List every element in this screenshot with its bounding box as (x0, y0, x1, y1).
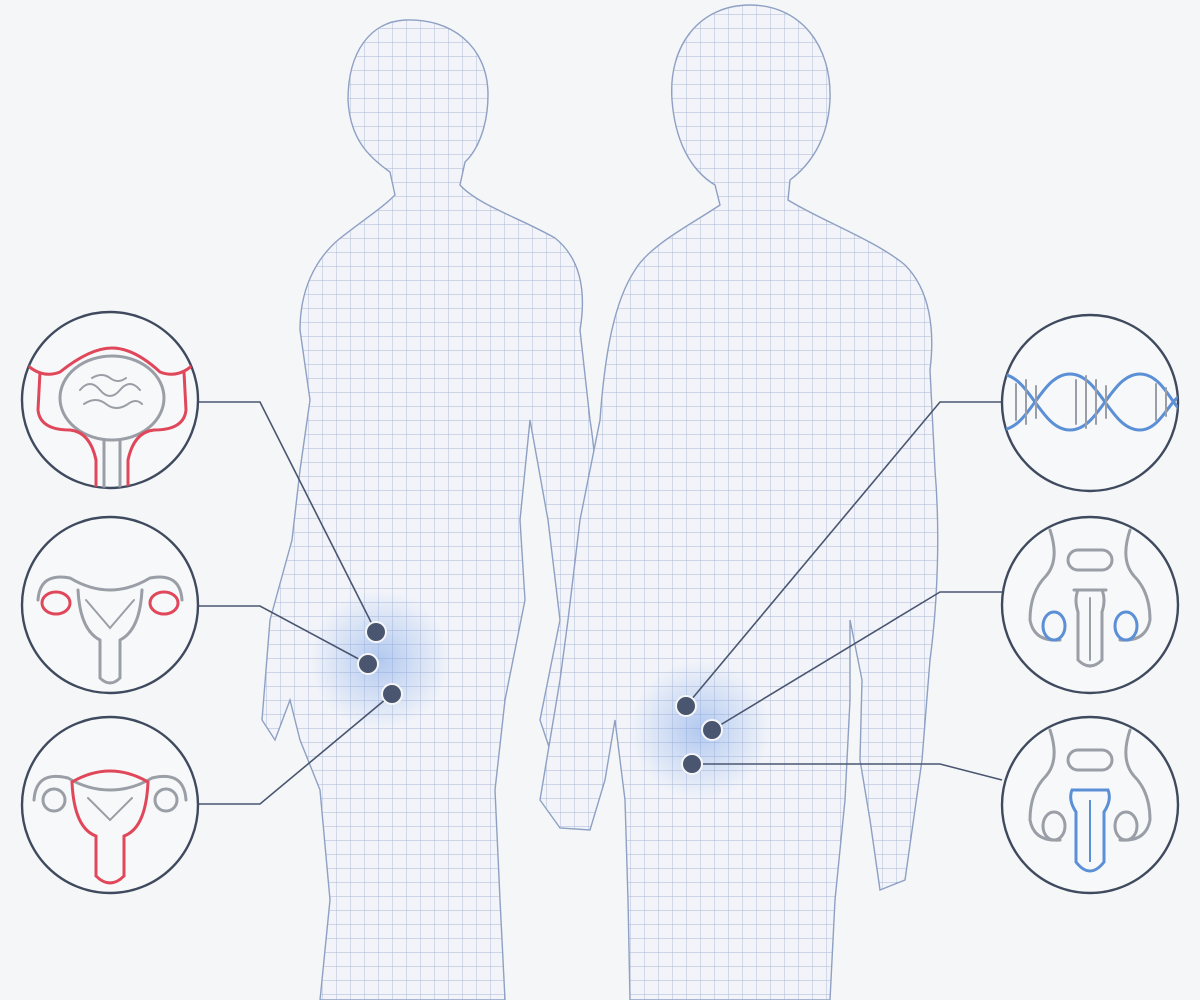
connector-uterus (198, 693, 393, 805)
callout-ring[interactable] (20, 715, 200, 895)
callout-testes[interactable] (1000, 515, 1180, 695)
callout-ring[interactable] (20, 310, 200, 490)
male-figure (539, 4, 939, 1000)
female-figure (261, 19, 598, 1000)
connector-ovaries (198, 605, 369, 665)
callout-penis[interactable] (1000, 715, 1180, 895)
connectors (198, 401, 1003, 805)
callout-ovaries[interactable] (20, 515, 200, 695)
ovaries-icon (36, 575, 184, 685)
bladder-icon (22, 346, 198, 488)
female-glow (310, 590, 450, 730)
female-body (261, 19, 598, 1000)
uterus-icon (32, 769, 188, 885)
connector-bladder (198, 401, 377, 633)
male-glow (630, 660, 770, 800)
hotspot-penis[interactable] (681, 753, 703, 775)
callout-ring[interactable] (20, 515, 200, 695)
penis-icon (1028, 728, 1152, 873)
connector-dna (685, 401, 1002, 707)
hotspot-uterus[interactable] (381, 683, 403, 705)
callout-uterus[interactable] (20, 715, 200, 895)
callout-dna[interactable] (1000, 313, 1180, 493)
hotspot-dna[interactable] (675, 695, 697, 717)
callout-bladder[interactable] (20, 310, 200, 500)
connector-penis (692, 763, 1003, 781)
hotspot-ovaries[interactable] (357, 653, 379, 675)
hotspot-testes[interactable] (701, 719, 723, 741)
dna-helix-icon (1002, 372, 1178, 432)
testes-icon (1028, 528, 1152, 668)
connector-testes (711, 591, 1002, 731)
hotspot-bladder[interactable] (365, 621, 387, 643)
callout-ring[interactable] (1000, 313, 1180, 493)
male-body (539, 4, 939, 1000)
